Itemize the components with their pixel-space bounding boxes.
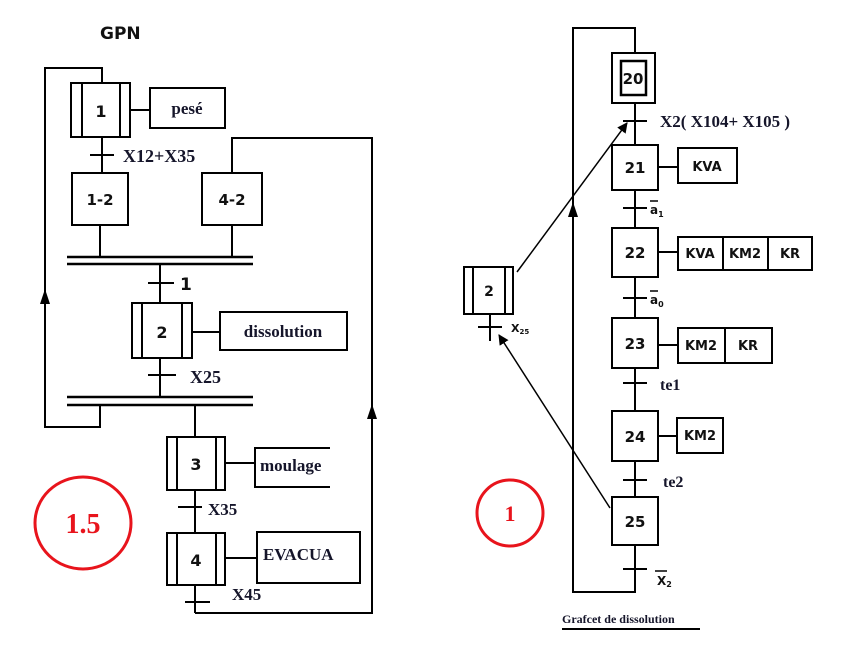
step-4[interactable]: 4	[166, 532, 226, 586]
step-box	[611, 496, 659, 546]
transition-label: 1	[180, 275, 192, 295]
transition-label-not-x2: X2	[655, 570, 672, 589]
figure-caption: Grafcet de dissolution	[562, 612, 675, 626]
action-dissolution: dissolution	[219, 311, 348, 351]
score-badge-left: 1.5	[33, 475, 133, 571]
macro-step-2[interactable]: 2	[463, 266, 514, 315]
transition-label: X2( X104+ X105 )	[660, 112, 790, 131]
action-label: KVA	[692, 160, 721, 175]
transition-label: a0	[650, 293, 664, 309]
step-label: 3	[190, 455, 201, 474]
step-label: 21	[625, 159, 646, 177]
action-box	[219, 311, 348, 351]
step-label: 2	[156, 323, 167, 342]
step-box-inner	[619, 59, 648, 97]
left-grafcet: GPN 1 pesé X12+X35 1-2 4-2	[33, 24, 377, 614]
action-evacua: EVACUA	[256, 531, 361, 584]
score-value: 1	[505, 501, 516, 526]
transition-label: X45	[232, 585, 261, 604]
action-box	[677, 147, 738, 184]
step-4-2[interactable]: 4-2	[201, 172, 263, 226]
action-box	[677, 236, 813, 271]
step-label: 23	[625, 335, 646, 353]
action-label: KR	[738, 339, 758, 354]
transition-label: te2	[663, 474, 683, 491]
action-box	[256, 531, 361, 584]
right-grafcet: 20 X2( X104+ X105 ) 21 KVA a1 22	[463, 27, 813, 630]
step-label: 2	[484, 284, 494, 300]
sync-arrow-to-transition	[516, 122, 628, 273]
up-arrow-icon	[367, 404, 377, 419]
step-label: 22	[625, 244, 646, 262]
action-label: moulage	[260, 456, 322, 475]
action-box	[254, 447, 330, 488]
actions-step-24: KM2	[676, 417, 724, 454]
action-label: KVA	[685, 247, 714, 262]
loop-back-link	[44, 67, 103, 428]
action-label: pesé	[171, 99, 203, 118]
transition-label: te1	[660, 377, 680, 394]
transition-label-not-a1: a1	[650, 200, 664, 219]
transition-label: X25	[190, 367, 221, 387]
transition-label-not-a0: a0	[650, 290, 664, 309]
step-label: 20	[623, 70, 644, 88]
step-23[interactable]: 23	[611, 317, 659, 369]
action-pese: pesé	[149, 87, 226, 129]
step-label: 1-2	[86, 191, 113, 209]
action-label: EVACUA	[263, 545, 334, 564]
score-value: 1.5	[66, 509, 101, 540]
action-moulage: moulage	[254, 447, 330, 488]
action-box	[676, 417, 724, 454]
actions-step-21: KVA	[677, 147, 738, 184]
loop-back-link	[572, 27, 636, 593]
step-24[interactable]: 24	[611, 410, 659, 462]
action-label: dissolution	[244, 322, 323, 341]
step-21[interactable]: 21	[611, 144, 659, 191]
up-arrow-icon	[40, 289, 50, 304]
step-22[interactable]: 22	[611, 227, 659, 278]
step-2[interactable]: 2	[131, 302, 193, 359]
transition-label: X25	[511, 322, 529, 336]
action-label: KM2	[684, 429, 716, 444]
step-1-label: 1	[95, 102, 106, 121]
action-label: KM2	[729, 247, 761, 262]
step-1-2[interactable]: 1-2	[71, 172, 129, 226]
score-ring	[475, 478, 545, 548]
step-label: 24	[625, 428, 646, 446]
left-grafcet-title: GPN	[100, 24, 141, 44]
actions-step-22: KVA KM2 KR	[677, 236, 813, 271]
step-label: 4	[190, 551, 201, 570]
step-25[interactable]: 25	[611, 496, 659, 546]
transition-label: X2	[657, 574, 672, 589]
sync-arrow-to-macro-step	[498, 334, 611, 509]
transition-label: X12+X35	[123, 146, 195, 166]
action-box	[149, 87, 226, 129]
return-link	[195, 137, 373, 614]
score-ring	[33, 475, 133, 571]
up-arrow-icon	[568, 202, 578, 217]
transition-label: X35	[208, 500, 237, 519]
step-box	[71, 172, 129, 226]
step-box	[611, 317, 659, 369]
transition-label: a1	[650, 203, 664, 219]
action-label: KR	[780, 247, 800, 262]
step-20[interactable]: 20	[611, 52, 656, 104]
actions-step-23: KM2 KR	[677, 327, 773, 364]
step-label: 25	[625, 513, 646, 531]
score-badge-right: 1	[475, 478, 545, 548]
action-label: KM2	[685, 339, 717, 354]
step-1[interactable]: 1	[70, 82, 131, 138]
step-3[interactable]: 3	[166, 436, 226, 491]
step-label: 4-2	[218, 191, 245, 209]
